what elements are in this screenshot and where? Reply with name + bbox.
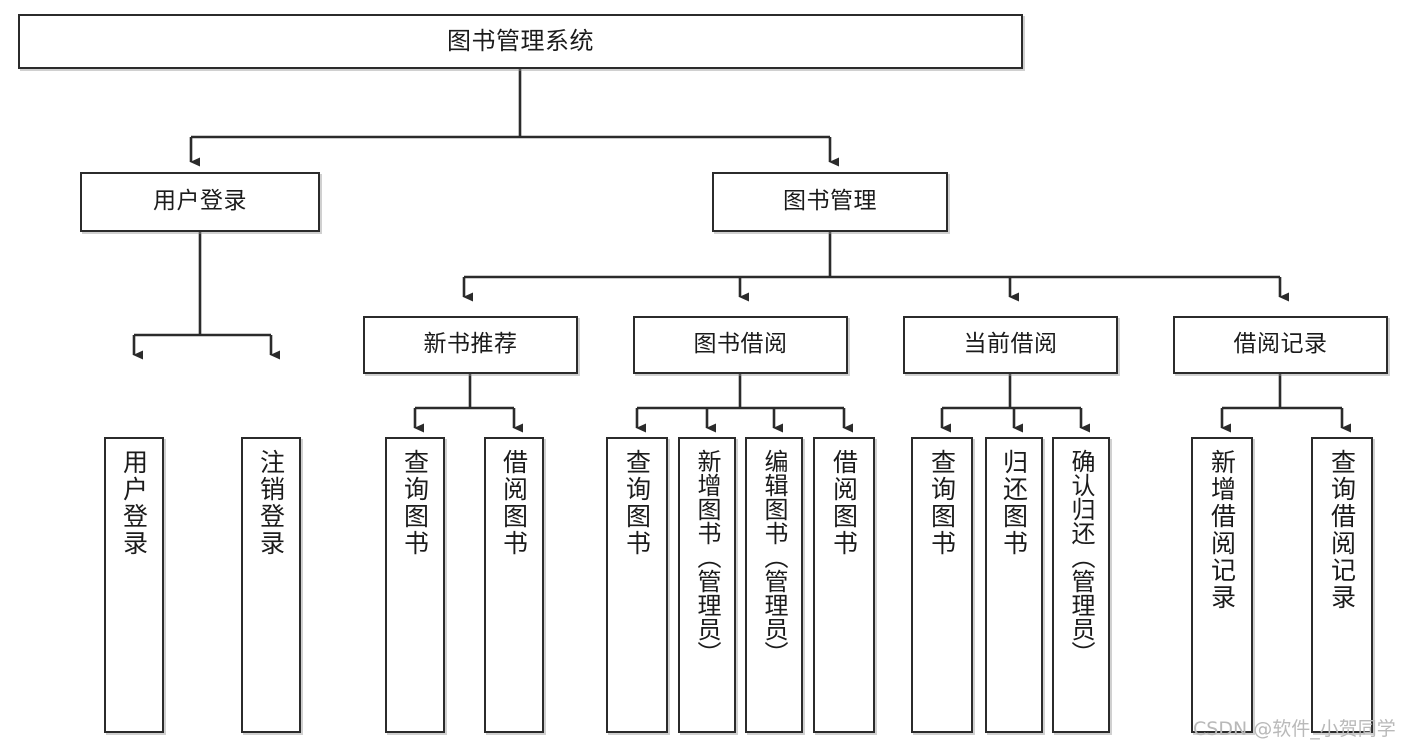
leaf-edit-book-admin[interactable]: 编辑图书（管理员） [745,437,803,733]
leaf-user-login-label: 用户登录 [119,449,149,557]
node-borrow-record[interactable]: 借阅记录 [1173,316,1388,374]
node-user-login[interactable]: 用户登录 [80,172,320,232]
leaf-query-book-borrow-label: 查询图书 [622,449,652,557]
leaf-query-borrow-record[interactable]: 查询借阅记录 [1311,437,1373,733]
leaf-logout[interactable]: 注销登录 [241,437,301,733]
node-root[interactable]: 图书管理系统 [18,14,1023,69]
leaf-query-book-recommend-label: 查询图书 [400,449,430,557]
leaf-add-book-admin[interactable]: 新增图书（管理员） [678,437,736,733]
node-new-book-recommend[interactable]: 新书推荐 [363,316,578,374]
leaf-edit-book-admin-label: 编辑图书（管理员） [760,449,788,665]
leaf-query-book-current[interactable]: 查询图书 [911,437,973,733]
leaf-query-book-current-label: 查询图书 [927,449,957,557]
leaf-logout-label: 注销登录 [256,449,286,557]
leaf-confirm-return-admin[interactable]: 确认归还（管理员） [1052,437,1110,733]
leaf-return-book-label: 归还图书 [999,449,1029,557]
node-book-manage-label: 图书管理 [783,188,877,215]
node-book-manage[interactable]: 图书管理 [712,172,948,232]
node-new-book-recommend-label: 新书推荐 [423,331,518,358]
node-borrow-record-label: 借阅记录 [1233,331,1328,358]
leaf-borrow-book-borrow-label: 借阅图书 [829,449,859,557]
watermark: CSDN @软件_小贺同学 [1193,718,1396,740]
leaf-add-borrow-record[interactable]: 新增借阅记录 [1191,437,1253,733]
node-book-borrow[interactable]: 图书借阅 [633,316,848,374]
leaf-confirm-return-admin-label: 确认归还（管理员） [1067,449,1095,665]
node-current-borrow[interactable]: 当前借阅 [903,316,1118,374]
node-root-label: 图书管理系统 [447,27,594,56]
leaf-borrow-book-recommend-label: 借阅图书 [499,449,529,557]
leaf-query-book-borrow[interactable]: 查询图书 [606,437,668,733]
leaf-add-book-admin-label: 新增图书（管理员） [693,449,721,665]
leaf-borrow-book-borrow[interactable]: 借阅图书 [813,437,875,733]
leaf-query-borrow-record-label: 查询借阅记录 [1327,449,1357,611]
leaf-user-login[interactable]: 用户登录 [104,437,164,733]
leaf-borrow-book-recommend[interactable]: 借阅图书 [484,437,544,733]
node-user-login-label: 用户登录 [153,188,247,215]
node-current-borrow-label: 当前借阅 [963,331,1058,358]
leaf-return-book[interactable]: 归还图书 [985,437,1043,733]
node-book-borrow-label: 图书借阅 [693,331,788,358]
leaf-query-book-recommend[interactable]: 查询图书 [385,437,445,733]
leaf-add-borrow-record-label: 新增借阅记录 [1207,449,1237,611]
